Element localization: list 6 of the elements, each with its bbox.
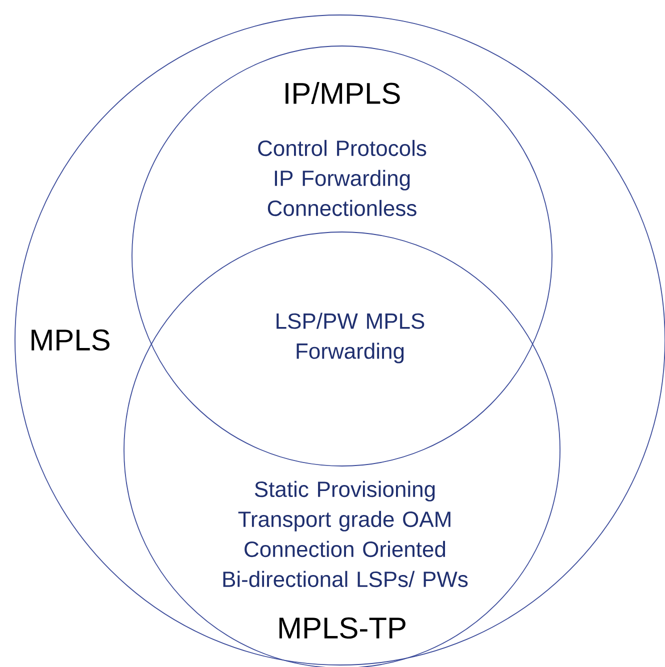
set-description: Static Provisioning Transport grade OAM Connection Oriented Bi-directional LSPs/ PWs [223, 480, 468, 588]
set-title: MPLS [32, 329, 110, 351]
overlap-label: LSP/PW MPLS Forwarding [276, 312, 424, 364]
set-title: MPLS-TP [279, 617, 406, 639]
set-description: Control Protocols IP Forwarding Connectionless [258, 140, 426, 216]
set-title: IP/MPLS [286, 82, 400, 104]
